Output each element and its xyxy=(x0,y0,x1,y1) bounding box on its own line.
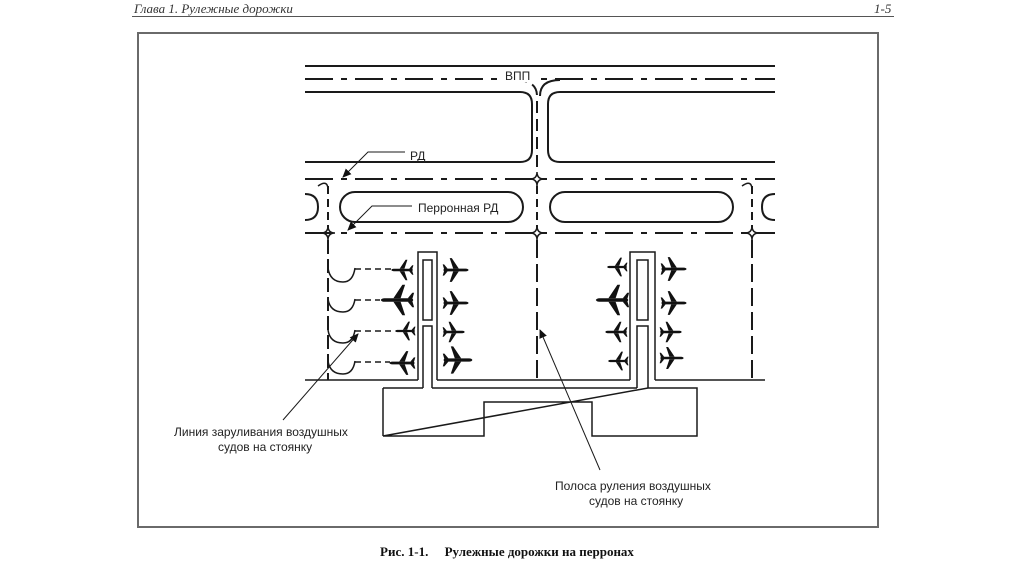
figure-title: Рулежные дорожки на перронах xyxy=(444,544,634,559)
label-taxilane-2: судов на стоянку xyxy=(589,494,683,508)
pier-left xyxy=(417,251,438,380)
aircraft-icon xyxy=(442,346,473,374)
aircraft-icon xyxy=(442,291,469,315)
label-lead-in-line-2: судов на стоянку xyxy=(218,440,312,454)
header-rule xyxy=(132,16,894,17)
leader-taxilane xyxy=(539,329,601,471)
page-number: 1-5 xyxy=(874,1,892,16)
aircraft-group-right xyxy=(595,257,687,371)
label-apron-taxiway: Перронная РД xyxy=(418,201,498,215)
aircraft-icon xyxy=(442,258,469,282)
aircraft-icon xyxy=(607,257,628,277)
runway-edge-bottom xyxy=(305,91,533,163)
label-taxiway: РД xyxy=(410,149,425,163)
island-left xyxy=(339,191,524,223)
aircraft-icon xyxy=(608,351,629,371)
aircraft-icon xyxy=(389,351,416,375)
leader-taxiway xyxy=(342,151,405,178)
aircraft-icon xyxy=(660,257,687,281)
leader-apron-taxiway xyxy=(347,205,412,231)
terminal-building xyxy=(382,387,698,437)
island-right xyxy=(549,191,734,223)
aircraft-icon xyxy=(659,321,682,343)
aircraft-group-left xyxy=(380,258,473,375)
aircraft-icon xyxy=(391,259,414,281)
label-runway: ВПП xyxy=(505,69,530,83)
leader-lead-in xyxy=(282,333,359,421)
figure-frame xyxy=(137,32,879,528)
chapter-header: Глава 1. Рулежные дорожки xyxy=(134,1,293,16)
figure-caption: Рис. 1-1. Рулежные дорожки на перронах xyxy=(0,544,1024,560)
aircraft-icon xyxy=(659,346,684,370)
label-taxilane-1: Полоса руления воздушных xyxy=(555,479,711,493)
pier-right xyxy=(629,251,656,380)
figure-number: Рис. 1-1. xyxy=(380,544,429,559)
label-lead-in-line-1: Линия заруливания воздушных xyxy=(174,425,348,439)
aircraft-icon xyxy=(395,321,416,341)
aircraft-icon xyxy=(380,284,415,316)
aircraft-icon xyxy=(595,284,630,316)
aircraft-icon xyxy=(442,321,465,343)
aircraft-icon xyxy=(605,321,628,343)
aircraft-icon xyxy=(660,291,687,315)
